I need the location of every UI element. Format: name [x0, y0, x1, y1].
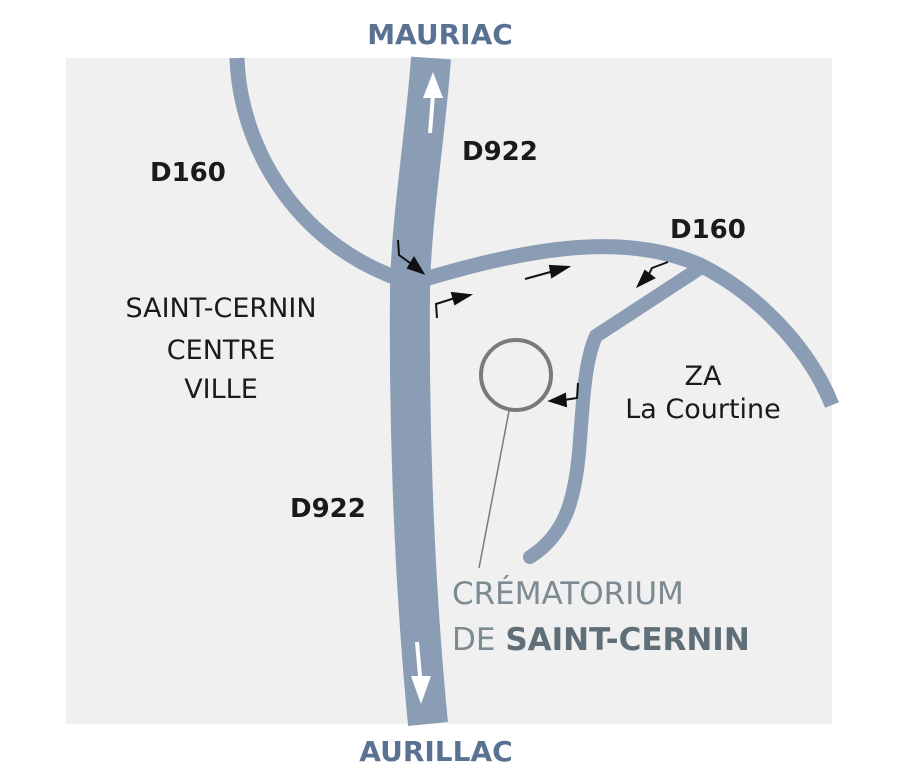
turn-arrow-icon: [434, 291, 474, 319]
direction-arrow-icon: [524, 264, 572, 280]
turn-arrow-icon: [635, 261, 669, 289]
crematorium-label-name: SAINT-CERNIN: [505, 622, 749, 658]
town-label-line1: SAINT-CERNIN: [125, 293, 316, 324]
road-label-d160-west: D160: [150, 158, 226, 188]
town-label-line3: VILLE: [184, 374, 258, 405]
road-label-d160-east: D160: [670, 215, 746, 245]
arrow-north-icon: [423, 72, 443, 134]
road-label-d922-south: D922: [290, 494, 366, 524]
crematorium-marker-icon: [479, 338, 553, 412]
arrow-south-icon: [411, 641, 431, 704]
destination-north: MAURIAC: [367, 18, 513, 51]
town-label-line2: CENTRE: [167, 335, 275, 366]
crematorium-label-line1: CRÉMATORIUM: [452, 576, 684, 612]
zone-label-line1: ZA: [685, 361, 722, 392]
road-d160-east: [409, 239, 839, 408]
zone-label-line2: La Courtine: [625, 394, 781, 425]
turn-arrow-icon: [397, 239, 426, 275]
map-background: [66, 58, 832, 724]
marker-leader-line: [478, 410, 510, 569]
crematorium-label-line2: DE SAINT-CERNIN: [452, 622, 750, 658]
destination-south: AURILLAC: [359, 735, 512, 768]
road-d160-west: [229, 57, 415, 291]
crematorium-label-prefix: DE: [452, 622, 505, 658]
road-label-d922-north: D922: [462, 137, 538, 167]
turn-arrow-icon: [547, 382, 579, 408]
road-d922: [389, 56, 451, 726]
road-access: [523, 263, 704, 564]
